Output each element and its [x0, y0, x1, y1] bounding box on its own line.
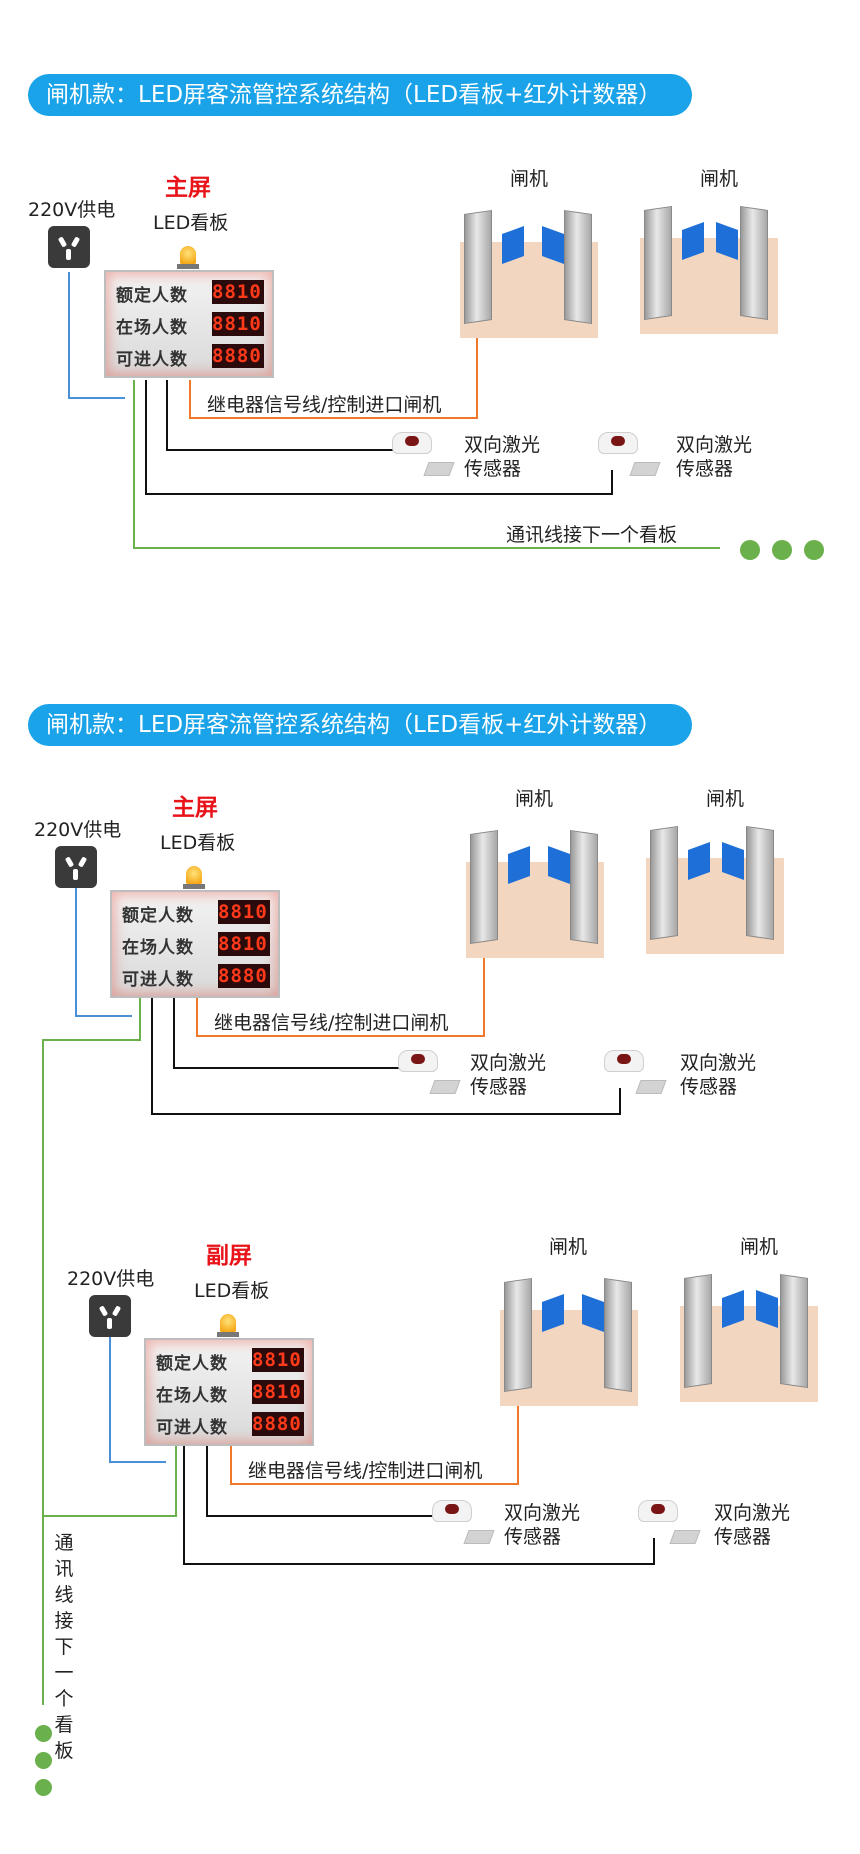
section-banner: 闸机款：LED屏客流管控系统结构（LED看板+红外计数器）	[28, 704, 692, 746]
board-row-label: 可进人数	[122, 970, 194, 990]
board-digits: 8810	[252, 1380, 304, 1404]
led-board-main: 额定人数 8810 在场人数 8810 可进人数 8880	[104, 270, 274, 378]
board-row-label: 可进人数	[156, 1418, 228, 1438]
sensor-wire-1b	[145, 380, 613, 495]
comm-line-vertical-label: 通 讯 线 接 下 一 个 看 板	[54, 1532, 74, 1762]
board-row-label: 在场人数	[156, 1386, 228, 1406]
board-digits: 8880	[252, 1412, 304, 1436]
board-row: 额定人数 8810	[120, 898, 274, 926]
board-row-label: 额定人数	[122, 906, 194, 926]
relay-line-label: 继电器信号线/控制进口闸机	[207, 394, 442, 416]
board-row: 额定人数 8810	[154, 1346, 308, 1374]
continuation-dot	[35, 1752, 52, 1769]
led-board-sub: 额定人数 8810 在场人数 8810 可进人数 8880	[144, 1338, 314, 1446]
power-wire-3	[109, 1337, 166, 1463]
warning-light-base	[177, 264, 199, 269]
sensor-label: 传感器	[714, 1526, 772, 1548]
board-row: 在场人数 8810	[114, 310, 268, 338]
continuation-dot	[772, 540, 792, 560]
board-row: 可进人数 8880	[114, 342, 268, 370]
relay-wire-1	[189, 322, 478, 419]
gate-label: 闸机	[706, 788, 745, 810]
relay-wire-3	[230, 1393, 519, 1485]
sensor-label: 双向激光	[470, 1052, 547, 1074]
sensor-label: 双向激光	[464, 434, 541, 456]
continuation-dot	[740, 540, 760, 560]
main-screen-label: 主屏	[165, 175, 211, 201]
led-board-label: LED看板	[194, 1280, 270, 1302]
power-label: 220V供电	[67, 1268, 155, 1290]
warning-light-icon	[220, 1314, 236, 1332]
power-socket-icon	[55, 846, 97, 888]
power-socket-icon	[48, 226, 90, 268]
gate-label: 闸机	[515, 788, 554, 810]
sensor-wire-3b	[183, 1446, 655, 1565]
sensor-wire-2b	[151, 998, 621, 1115]
main-screen-label: 主屏	[172, 795, 218, 821]
relay-line-label: 继电器信号线/控制进口闸机	[248, 1460, 483, 1482]
board-row: 在场人数 8810	[154, 1378, 308, 1406]
sensor-label: 传感器	[470, 1076, 528, 1098]
sensor-label: 双向激光	[676, 434, 753, 456]
warning-light-icon	[180, 246, 196, 264]
sensor-label: 双向激光	[680, 1052, 757, 1074]
gate-label: 闸机	[549, 1236, 588, 1258]
power-wire-2	[75, 888, 132, 1017]
comm-wire-2	[42, 998, 141, 1705]
power-wire-1	[68, 272, 125, 399]
warning-light-base	[217, 1332, 239, 1337]
board-row-label: 在场人数	[116, 318, 188, 338]
continuation-dot	[804, 540, 824, 560]
board-row-label: 额定人数	[156, 1354, 228, 1374]
gate-label: 闸机	[740, 1236, 779, 1258]
sensor-wire-1a	[166, 380, 395, 451]
relay-line-label: 继电器信号线/控制进口闸机	[214, 1012, 449, 1034]
board-row: 可进人数 8880	[120, 962, 274, 990]
board-digits: 8880	[212, 344, 264, 368]
continuation-dot	[35, 1779, 52, 1796]
sensor-label: 传感器	[680, 1076, 738, 1098]
sensor-label: 双向激光	[504, 1502, 581, 1524]
led-board-label: LED看板	[153, 212, 229, 234]
board-row: 在场人数 8810	[120, 930, 274, 958]
sensor-label: 双向激光	[714, 1502, 791, 1524]
warning-light-base	[183, 884, 205, 889]
power-socket-icon	[89, 1295, 131, 1337]
board-row: 可进人数 8880	[154, 1410, 308, 1438]
warning-light-icon	[186, 866, 202, 884]
board-digits: 8810	[212, 280, 264, 304]
comm-line-label: 通讯线接下一个看板	[506, 524, 678, 546]
board-digits: 8810	[212, 312, 264, 336]
led-board-main: 额定人数 8810 在场人数 8810 可进人数 8880	[110, 890, 280, 998]
sensor-label: 传感器	[504, 1526, 562, 1548]
gate-label: 闸机	[510, 168, 549, 190]
board-digits: 8810	[218, 900, 270, 924]
sensor-wire-3a	[206, 1446, 436, 1517]
board-row: 额定人数 8810	[114, 278, 268, 306]
board-digits: 8810	[218, 932, 270, 956]
sensor-label: 传感器	[676, 458, 734, 480]
board-row-label: 额定人数	[116, 286, 188, 306]
comm-wire-1	[133, 380, 720, 549]
gate-label: 闸机	[700, 168, 739, 190]
board-row-label: 在场人数	[122, 938, 194, 958]
section-banner: 闸机款：LED屏客流管控系统结构（LED看板+红外计数器）	[28, 74, 692, 116]
continuation-dot	[35, 1725, 52, 1742]
sub-screen-label: 副屏	[206, 1243, 252, 1269]
led-board-label: LED看板	[160, 832, 236, 854]
power-label: 220V供电	[34, 819, 122, 841]
board-digits: 8880	[218, 964, 270, 988]
board-digits: 8810	[252, 1348, 304, 1372]
power-label: 220V供电	[28, 199, 116, 221]
sensor-label: 传感器	[464, 458, 522, 480]
board-row-label: 可进人数	[116, 350, 188, 370]
sensor-wire-2a	[173, 998, 402, 1069]
comm-wire-3	[43, 1446, 177, 1517]
relay-wire-2	[196, 946, 485, 1037]
